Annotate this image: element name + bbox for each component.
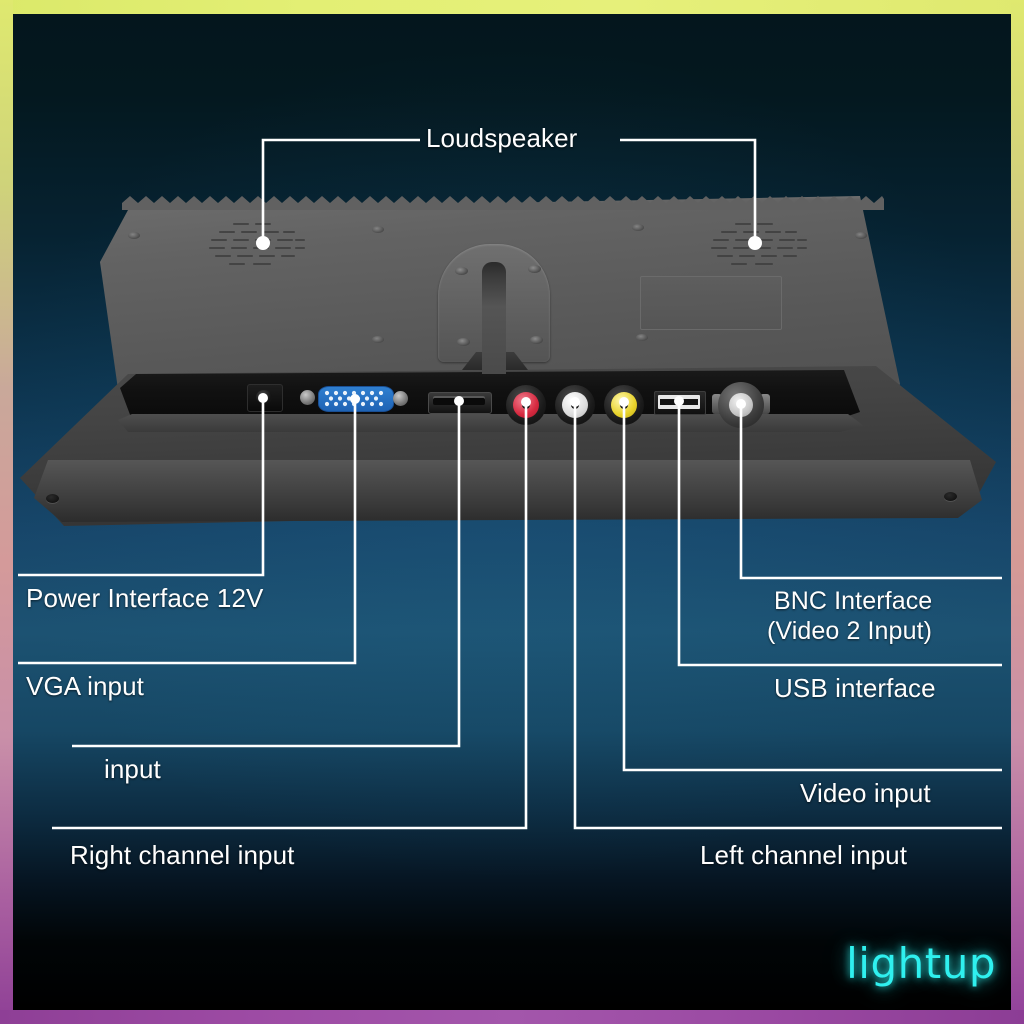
callout-label-bnc-interface-line2: (Video 2 Input) <box>767 617 933 645</box>
vesa-screw <box>457 338 470 346</box>
back-screw <box>372 336 384 343</box>
rca-white-port <box>555 385 595 425</box>
vga-thumbscrew-left <box>300 390 315 405</box>
hdmi-port-opening <box>433 396 485 405</box>
bnc-center-pin <box>738 402 744 408</box>
rear-recessed-panel <box>640 276 782 330</box>
monitor-top-zigzag-edge <box>122 196 884 210</box>
vesa-screw <box>530 336 543 344</box>
rca-red-hole <box>522 401 530 409</box>
callout-label-bnc-interface-line1: BNC Interface <box>774 587 933 615</box>
callout-label-video-input: Video input <box>800 778 931 808</box>
back-screw <box>636 334 648 341</box>
callout-label-hdmi-input: input <box>104 754 161 784</box>
frame-border-top <box>0 0 1024 14</box>
callout-label-left-channel-input: Left channel input <box>700 840 908 870</box>
bezel-corner-screw <box>46 494 59 503</box>
vesa-mount-slot <box>482 262 506 374</box>
left-speaker-grille <box>198 218 312 274</box>
callout-label-usb-interface: USB interface <box>774 673 936 703</box>
rca-yellow-port <box>604 385 644 425</box>
usb-port-tongue <box>660 399 698 405</box>
vesa-screw <box>455 267 468 275</box>
right-speaker-grille <box>700 218 814 274</box>
vga-pin-holes <box>322 389 388 407</box>
callout-label-right-channel-input: Right channel input <box>70 840 295 870</box>
power-jack-center <box>262 394 267 399</box>
frame-border-bottom <box>0 1010 1024 1024</box>
watermark-lightup: lightup <box>846 939 996 988</box>
rca-white-hole <box>571 401 579 409</box>
back-screw <box>128 232 140 239</box>
back-screw <box>372 226 384 233</box>
callout-label-power-interface: Power Interface 12V <box>26 583 264 613</box>
frame-border-left <box>0 0 13 1024</box>
vga-thumbscrew-right <box>393 391 408 406</box>
vesa-screw <box>528 265 541 273</box>
back-screw <box>855 232 867 239</box>
monitor-front-bezel-edge <box>34 460 982 522</box>
back-screw <box>632 224 644 231</box>
callout-label-loudspeaker: Loudspeaker <box>426 123 578 153</box>
rca-yellow-hole <box>620 401 628 409</box>
callout-label-vga-input: VGA input <box>26 671 144 701</box>
frame-border-right <box>1011 0 1024 1024</box>
rca-red-port <box>506 385 546 425</box>
bezel-corner-screw <box>944 492 957 501</box>
